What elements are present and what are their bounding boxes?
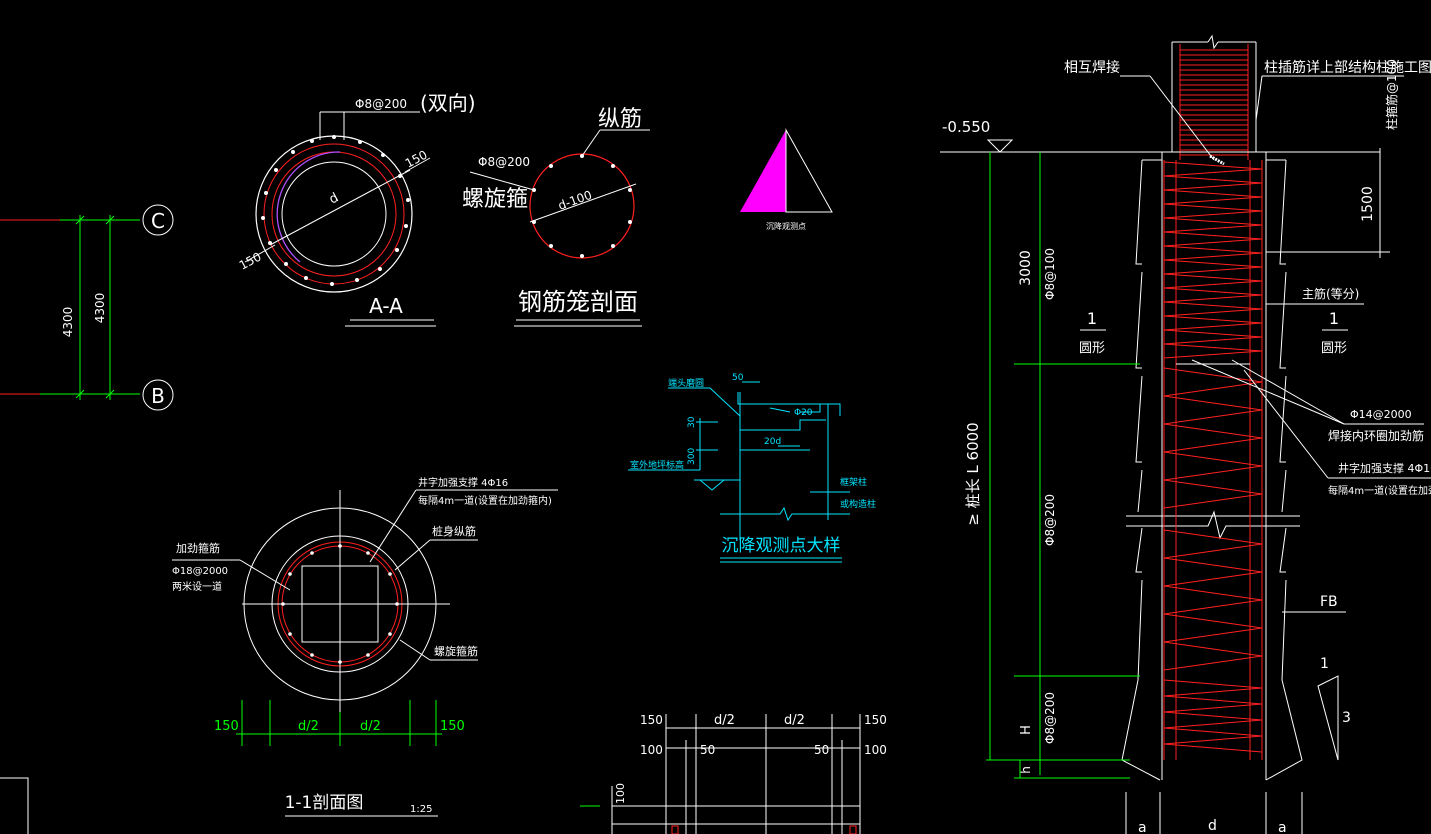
s11-spiral: 螺旋箍筋 <box>434 644 478 658</box>
detail-bar: Φ20 <box>794 408 813 418</box>
detail-dim-30: 30 <box>687 416 697 428</box>
pile-ring-note: 焊接内环圈加劲筋 <box>1328 428 1424 443</box>
grid-axis-group: C B 4300 4300 <box>0 204 174 834</box>
grid-dim-1: 4300 <box>61 307 75 338</box>
section-11: 井字加强支撑 4Φ16 每隔4m一道(设置在加劲箍内) 桩身纵筋 加劲箍筋 Φ1… <box>172 476 558 817</box>
s11-dim-half-2: d/2 <box>360 719 381 734</box>
aa-title: A-A <box>369 294 403 318</box>
pile-elevation-level: -0.550 <box>942 118 990 136</box>
cage-main-bar: 纵筋 <box>598 107 642 132</box>
pile-frac-den: 圆形 <box>1079 341 1105 356</box>
s11-dim-right: 150 <box>440 719 465 734</box>
s11-dim-left: 150 <box>214 719 239 734</box>
settlement-marker: 沉降观测点 <box>740 128 833 231</box>
spiral-stirrup-path <box>1163 161 1263 359</box>
bd-50-l: 50 <box>700 743 715 757</box>
aa-direction-note: (双向) <box>420 91 476 115</box>
pile-frac-num-r: 1 <box>1329 309 1339 328</box>
pile-bottom-d: d <box>1208 818 1217 834</box>
spiral-stirrup-path <box>1163 529 1263 671</box>
s11-stiff-ring: 加劲箍筋 <box>176 541 220 555</box>
detail-dim-20d: 20d <box>764 437 781 447</box>
aa-cover-right: 150 <box>403 148 430 171</box>
s11-dim-half-1: d/2 <box>298 719 319 734</box>
bd-half-r: d/2 <box>784 713 805 728</box>
s11-title: 1-1剖面图 <box>285 793 364 813</box>
cage-spiral-label: 螺旋箍 <box>462 187 528 212</box>
aa-rebar-note: Φ8@200 <box>355 97 407 111</box>
s11-stiff-note: 两米设一道 <box>172 580 222 593</box>
detail-dim-300: 300 <box>687 448 697 465</box>
pile-main-bar: 主筋(等分) <box>1302 286 1359 301</box>
pile-elevation: -0.550 相互焊接 柱插筋详上部结构柱施工图 柱箍筋@100 <box>940 34 1431 834</box>
pile-brace-note-2: 每隔4m一道(设置在加劲箍内) <box>1328 484 1431 497</box>
detail-title: 沉降观测点大样 <box>722 536 841 556</box>
pile-brace-note-1: 井字加强支撑 4Φ16 <box>1338 461 1431 475</box>
cage-inner-dia: d-100 <box>556 188 594 213</box>
grid-label-b: B <box>151 384 165 408</box>
bd-half-l: d/2 <box>714 713 735 728</box>
detail-dim-50: 50 <box>732 373 744 383</box>
bd-150-l: 150 <box>640 713 663 727</box>
grid-label-c: C <box>151 209 165 233</box>
detail-column-note-1: 框架柱 <box>840 476 867 488</box>
s11-stiff-spec: Φ18@2000 <box>172 566 228 577</box>
pile-column-bar-note: 柱插筋详上部结构柱施工图 <box>1264 59 1431 76</box>
bd-150-r: 150 <box>864 713 887 727</box>
pile-frac-den-r: 圆形 <box>1321 341 1347 356</box>
s11-pile-bar: 桩身纵筋 <box>432 524 476 538</box>
detail-end-hook: 端头磨圆 <box>668 377 704 389</box>
bd-50-r: 50 <box>814 743 829 757</box>
pile-dim-1500: 1500 <box>1360 186 1376 222</box>
pile-spiral-top: Φ8@100 <box>1043 248 1057 300</box>
pile-spiral-bottom: Φ8@200 <box>1043 692 1057 744</box>
settlement-detail-text: 端头磨圆 50 Φ20 30 300 20d 室外地坪标高 框架柱 或构造柱 沉… <box>630 373 876 556</box>
section-aa: d 150 150 Φ8@200 (双向) A-A <box>237 91 476 327</box>
detail-outdoor-level: 室外地坪标高 <box>630 459 684 471</box>
pile-spiral-mid: Φ8@200 <box>1043 494 1057 546</box>
aa-diameter: d <box>327 190 341 207</box>
settlement-detail <box>628 381 850 563</box>
bd-100-r: 100 <box>864 743 887 757</box>
bd-100-v: 100 <box>614 783 627 804</box>
grid-bubble-b <box>142 379 174 411</box>
spiral-stirrup-path <box>1163 367 1263 509</box>
s11-scale: 1:25 <box>410 804 432 815</box>
cage-spiral-spec: Φ8@200 <box>478 155 530 169</box>
bd-100-l: 100 <box>640 743 663 757</box>
pile-length: ≥ 桩长 L 6000 <box>964 422 982 525</box>
bottom-detail: 150 150 100 100 d/2 d/2 50 50 100 <box>580 713 887 834</box>
pile-bottom-a-r: a <box>1278 820 1287 834</box>
pile-dim-hh: h <box>1019 766 1033 774</box>
pile-bottom-a-l: a <box>1138 820 1147 834</box>
pile-frac-num: 1 <box>1087 309 1097 328</box>
pile-ring-spec: Φ14@2000 <box>1350 408 1412 421</box>
grid-bubble-c <box>142 204 174 236</box>
pile-slope-1: 1 <box>1320 656 1329 672</box>
settlement-marker-caption: 沉降观测点 <box>766 221 806 231</box>
pile-dim-h: H <box>1019 725 1034 735</box>
cage-title: 钢筋笼剖面 <box>518 288 638 316</box>
spiral-stirrup-path <box>1163 679 1263 753</box>
s11-brace-note-2: 每隔4m一道(设置在加劲箍内) <box>418 494 552 507</box>
detail-column-note-2: 或构造柱 <box>840 498 876 510</box>
aa-cover-left: 150 <box>237 250 264 273</box>
pile-column-stirrup: 柱箍筋@100 <box>1384 59 1399 130</box>
pile-weld-note: 相互焊接 <box>1064 59 1120 76</box>
grid-dim-2: 4300 <box>93 293 107 324</box>
s11-brace-note-1: 井字加强支撑 4Φ16 <box>418 476 508 489</box>
pile-slope-3: 3 <box>1342 710 1351 726</box>
pile-fb: FB <box>1320 594 1338 610</box>
pile-dim-3000: 3000 <box>1018 250 1034 286</box>
cage-section: d-100 纵筋 Φ8@200 螺旋箍 钢筋笼剖面 <box>462 107 650 327</box>
